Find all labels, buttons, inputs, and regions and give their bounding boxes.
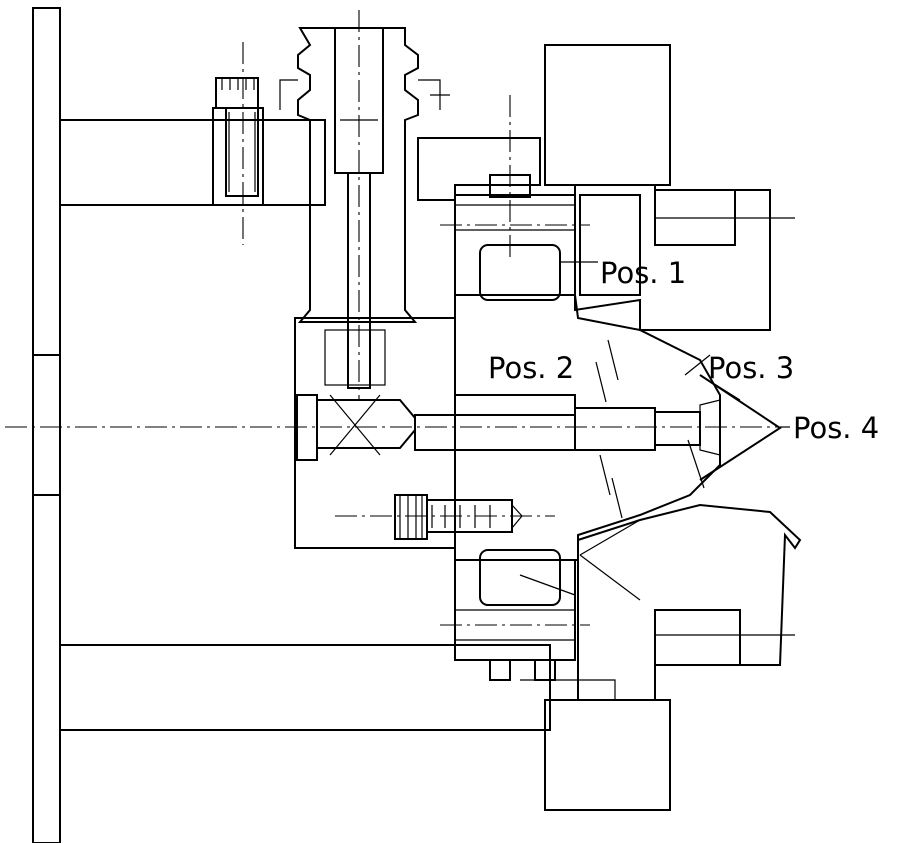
housing-upper-wall [59,107,326,206]
flange-plate [32,7,61,843]
label-pos-1: Pos. 1 [600,256,686,290]
lower-bolt [335,494,555,540]
label-pos-4: Pos. 4 [793,411,879,445]
upper-right-block [574,184,795,331]
lower-bearing-block [440,549,590,681]
label-pos-2: Pos. 2 [488,351,574,385]
nozzle-tip [699,374,782,481]
lower-right-block [577,503,802,701]
housing-lower-wall [59,644,551,731]
upper-ring [417,44,671,201]
upper-bearing-block [440,95,590,301]
label-pos-3: Pos. 3 [708,351,794,385]
lower-ring [520,679,671,811]
internal-housing [294,317,456,549]
leader-lines [560,261,790,519]
vertical-injector [279,10,450,400]
upper-bolt [215,42,259,245]
